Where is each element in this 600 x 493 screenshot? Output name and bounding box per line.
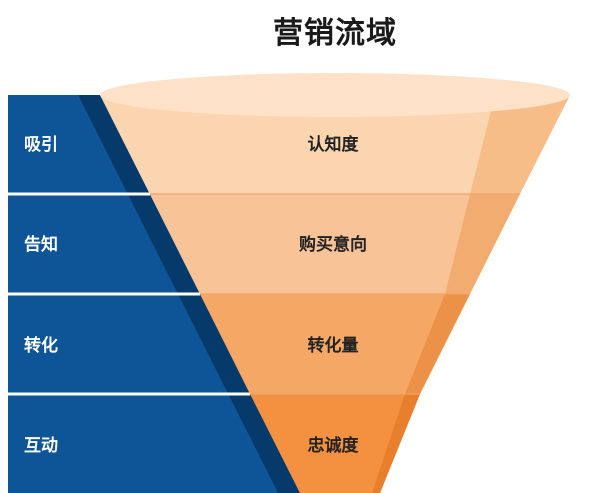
stage-bands: 吸引 告知 转化 互动 <box>8 95 300 493</box>
funnel-level-conversion-side <box>405 294 470 394</box>
funnel-level-loyalty <box>250 394 420 493</box>
level-label-purchase-intent: 购买意向 <box>299 234 367 255</box>
funnel: 认知度 购买意向 转化量 忠诚度 <box>100 73 570 493</box>
level-label-loyalty: 忠诚度 <box>308 435 360 456</box>
funnel-level-conversion <box>200 294 470 394</box>
level-label-awareness: 认知度 <box>308 134 360 155</box>
funnel-level-purchase-intent <box>150 194 520 294</box>
stage-label-interact: 互动 <box>24 436 58 456</box>
stage-label-attract: 吸引 <box>24 135 58 155</box>
stage-label-inform: 告知 <box>24 234 58 255</box>
level-label-conversion: 转化量 <box>308 335 359 356</box>
funnel-level-awareness-side <box>470 95 570 194</box>
stage-label-convert: 转化 <box>24 335 58 356</box>
funnel-level-loyalty-side <box>372 394 420 493</box>
diagram-title: 营销流域 <box>273 16 397 51</box>
funnel-level-purchase-intent-side <box>445 194 520 294</box>
funnel-level-awareness <box>100 95 570 194</box>
funnel-top-rim <box>100 73 570 117</box>
